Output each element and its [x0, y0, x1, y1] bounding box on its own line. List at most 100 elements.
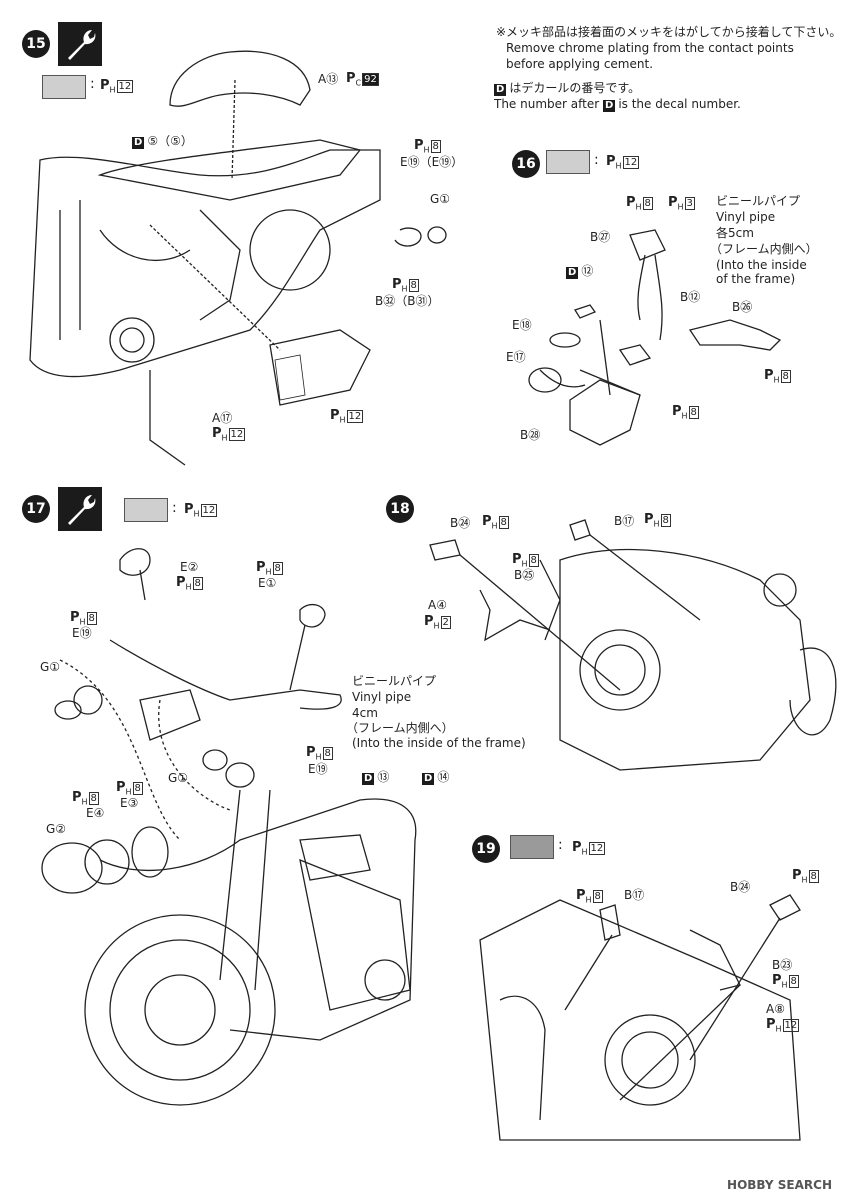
label-a4: A④ — [428, 598, 447, 612]
chrome-note-jp: ※メッキ部品は接着面のメッキをはがしてから接着して下さい。 — [496, 25, 842, 39]
backrest-part — [169, 50, 311, 107]
label-b24-18: B㉔ — [450, 516, 471, 530]
step-16-number: 16 — [512, 150, 540, 178]
step-17-number: 17 — [22, 495, 50, 523]
vinyl-en-17: Vinyl pipe — [352, 690, 412, 704]
d12-text: ⑫ — [581, 264, 594, 278]
color-swatch-19 — [510, 835, 554, 859]
color-swatch-16 — [546, 150, 590, 174]
frame-en2-16: of the frame) — [716, 272, 796, 286]
color-swatch-17 — [124, 498, 168, 522]
decal-badge-2: D — [603, 100, 616, 112]
d13-text: ⑬ — [377, 770, 390, 784]
wrench-icon-17 — [58, 487, 102, 531]
label-e19b-17: E⑲ — [308, 762, 328, 776]
label-b25: B㉕ — [514, 568, 535, 582]
colon-19: : — [558, 837, 563, 853]
label-b23: B㉓ — [772, 958, 793, 972]
bike19-engine — [479, 899, 801, 1141]
wrench-icon — [68, 30, 96, 60]
vinyl-jp-17: ビニールパイプ — [352, 674, 437, 688]
label-e3: E③ — [120, 796, 139, 810]
decal-note-en-a: The number after — [494, 97, 600, 111]
label-b17-18: B⑰ — [614, 514, 635, 528]
decal-note-en-b: is the decal number. — [618, 97, 741, 111]
frame-jp-16: （フレーム内側へ） — [710, 242, 818, 256]
d14-text: ⑭ — [437, 770, 450, 784]
chrome-note-en-2: before applying cement. — [506, 57, 654, 71]
decal-note-jp-text: はデカールの番号です。 — [509, 81, 641, 95]
label-e1: E① — [258, 576, 277, 590]
chrome-note-en-1: Remove chrome plating from the contact p… — [506, 41, 794, 55]
vinyl-jp-16: ビニールパイプ — [716, 194, 801, 208]
label-a17: A⑰ — [212, 411, 233, 425]
label-b17-19: B⑰ — [624, 888, 645, 902]
mirror-right — [139, 569, 326, 628]
frame-jp-17: （フレーム内側へ） — [346, 721, 454, 735]
d5-badge: D — [132, 137, 145, 149]
label-e2: E② — [180, 560, 199, 574]
label-g1b-17: G① — [168, 771, 189, 785]
label-b24-19: B㉔ — [730, 880, 751, 894]
label-e18: E⑱ — [512, 318, 532, 332]
colon-17: : — [172, 500, 177, 516]
color-swatch-15 — [42, 75, 86, 99]
label-a8: A⑧ — [766, 1002, 785, 1016]
bike17-front — [99, 798, 417, 1041]
handlebar-clamp — [569, 379, 641, 446]
headlight-part — [41, 842, 103, 894]
bike15-outline — [29, 149, 381, 378]
label-g1-17: G① — [40, 660, 61, 674]
step-19-number: 19 — [472, 835, 500, 863]
label-b12: B⑫ — [680, 290, 701, 304]
label-b32: B㉜（B㉛） — [375, 294, 440, 308]
d14-badge: D — [422, 773, 435, 785]
colon-16: : — [594, 152, 599, 168]
mirror-left — [119, 548, 151, 576]
frame-en-17: (Into the inside of the frame) — [352, 736, 526, 750]
d12-badge: D — [566, 267, 579, 279]
bike18-engine — [559, 548, 811, 771]
exhaust-part — [269, 329, 371, 406]
label-b26: B㉖ — [732, 300, 753, 314]
wrench-icon-15 — [58, 22, 102, 66]
vinyl-en-16: Vinyl pipe — [716, 210, 776, 224]
label-a13: A⑬ — [318, 72, 339, 86]
colon-15: : — [90, 76, 95, 92]
step-18-number: 18 — [386, 495, 414, 523]
label-e4: E④ — [86, 806, 105, 820]
watermark: HOBBY SEARCH — [727, 1178, 832, 1192]
vinyl-len-17: 4cm — [352, 706, 378, 720]
frame-en1-16: (Into the inside — [716, 258, 807, 272]
label-e17: E⑰ — [506, 350, 526, 364]
decal-badge: D — [494, 84, 507, 96]
label-e19: E⑲（E⑲） — [400, 155, 464, 169]
wrench-icon — [68, 495, 96, 525]
label-g2: G② — [46, 822, 67, 836]
